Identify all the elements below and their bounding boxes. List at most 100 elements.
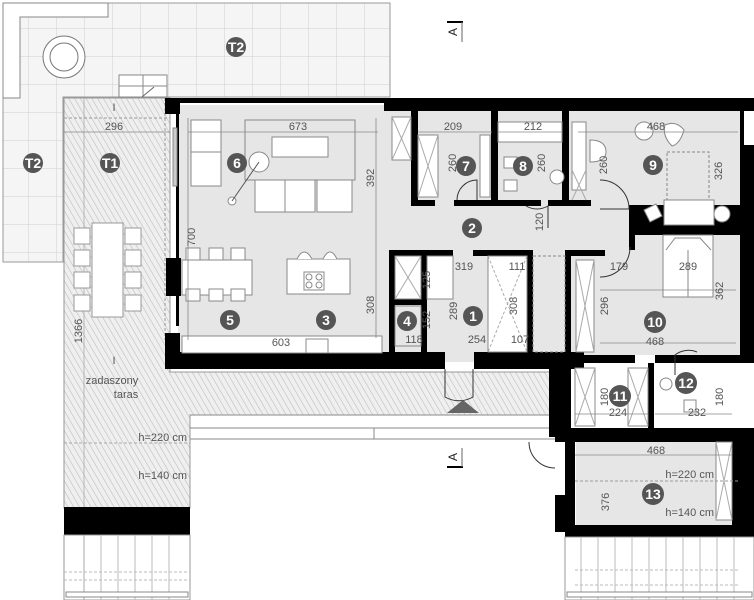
terrace-t1-covered: zadaszony taras h=220 cm h=140 cm I I <box>63 97 556 600</box>
room-badge-4: 4 <box>397 311 417 331</box>
height-140-note: h=140 cm <box>138 470 187 482</box>
covered-terrace-label-2: taras <box>114 389 139 401</box>
pergola-beams <box>190 414 555 440</box>
room-badge-6: 6 <box>227 153 247 173</box>
dim-326: 326 <box>713 162 725 180</box>
section-label-bottom: A <box>446 453 460 461</box>
svg-text:12: 12 <box>678 375 694 391</box>
terrace-badge-t1: T1 <box>100 153 120 173</box>
doors <box>444 179 698 469</box>
dim-260-b: 260 <box>536 154 548 172</box>
fixtures <box>391 116 733 521</box>
svg-text:11: 11 <box>613 388 628 404</box>
dim-232: 232 <box>688 407 706 419</box>
dim-296: 296 <box>105 121 123 133</box>
room-badge-10: 10 <box>644 311 666 333</box>
dim-209: 209 <box>444 121 462 133</box>
door-swing-9 <box>599 179 630 210</box>
terrace-badge-t2-left: T2 <box>23 153 43 173</box>
dim-362: 362 <box>714 282 726 300</box>
lower-left-pergola <box>63 534 191 600</box>
section-marker-bottom: A <box>446 448 463 468</box>
dim-376: 376 <box>600 493 612 511</box>
svg-text:7: 7 <box>462 158 470 174</box>
room-badge-9: 9 <box>643 155 663 175</box>
dim-254: 254 <box>468 334 486 346</box>
room-badge-13: 13 <box>642 483 664 505</box>
dim-125: 125 <box>421 271 433 289</box>
dim-1366: 1366 <box>73 319 85 343</box>
dim-260-c: 260 <box>598 156 610 174</box>
room-badge-12: 12 <box>675 372 697 394</box>
room-badge-1: 1 <box>463 306 483 326</box>
height-140-note-right: h=140 cm <box>665 507 714 519</box>
dim-224: 224 <box>609 407 627 419</box>
dim-212: 212 <box>524 121 542 133</box>
door-swing-entrance <box>444 369 474 402</box>
svg-text:T2: T2 <box>228 39 245 55</box>
dim-468-a: 468 <box>647 121 665 133</box>
lower-right-pergola <box>564 536 754 600</box>
covered-terrace-label: zadaszony <box>86 375 139 387</box>
dim-152: 152 <box>421 311 433 329</box>
dim-319: 319 <box>455 261 473 273</box>
height-220-note-right: h=220 cm <box>665 469 714 481</box>
svg-text:T1: T1 <box>102 155 119 171</box>
beam-mark-2: I <box>112 355 115 367</box>
svg-text:5: 5 <box>226 312 234 328</box>
section-label-top: A <box>446 28 460 36</box>
dim-180-a: 180 <box>599 388 611 406</box>
entrance-arrow-icon <box>447 400 479 413</box>
dim-603: 603 <box>272 337 290 349</box>
outdoor-stairs <box>118 74 168 98</box>
beam-mark: I <box>112 102 115 114</box>
dim-289-a: 289 <box>448 302 460 320</box>
dimension-lines <box>64 118 738 456</box>
door-swing-garage <box>528 441 556 469</box>
svg-text:T2: T2 <box>25 155 42 171</box>
room-badge-11: 11 <box>609 385 631 407</box>
dim-392: 392 <box>365 169 377 187</box>
dim-296-b: 296 <box>599 297 611 315</box>
svg-text:2: 2 <box>468 220 476 236</box>
room-badge-3: 3 <box>316 310 336 330</box>
living-room-furniture <box>172 119 383 354</box>
dim-700: 700 <box>186 228 198 246</box>
svg-text:9: 9 <box>649 157 657 173</box>
svg-text:13: 13 <box>645 486 661 502</box>
dim-179: 179 <box>610 261 628 273</box>
section-marker-top: A <box>446 21 463 42</box>
dim-468-c: 468 <box>647 445 665 457</box>
dim-111: 111 <box>509 261 526 273</box>
door-swing-10 <box>599 246 631 278</box>
height-220-note: h=220 cm <box>138 432 187 444</box>
room-badge-8: 8 <box>513 156 533 176</box>
dim-308-b: 308 <box>508 297 520 315</box>
door-swing-8 <box>525 205 549 228</box>
door-swing-7 <box>456 179 478 201</box>
dim-107: 107 <box>511 334 529 346</box>
dim-180-b: 180 <box>714 388 726 406</box>
door-swing-12 <box>674 349 698 375</box>
terrace-badge-t2-top: T2 <box>226 37 246 57</box>
dimensions: 296 673 392 700 603 308 209 260 212 260 … <box>73 121 740 519</box>
dim-118: 118 <box>405 334 423 346</box>
dim-468-b: 468 <box>646 336 664 348</box>
room-badge-5: 5 <box>220 310 240 330</box>
svg-text:3: 3 <box>322 312 330 328</box>
dim-289-b: 289 <box>679 261 697 273</box>
dim-260-a: 260 <box>447 154 459 172</box>
dim-308: 308 <box>365 296 377 314</box>
walls <box>165 98 754 537</box>
dim-120: 120 <box>534 213 546 231</box>
outdoor-dining-table <box>73 222 142 318</box>
svg-text:10: 10 <box>647 314 663 330</box>
terrace-t2-paving <box>2 2 391 263</box>
room-badges: 1 2 3 4 5 6 7 8 9 10 11 12 13 T2 T2 T1 <box>23 37 697 505</box>
wall-segment <box>64 507 190 535</box>
room-badge-2: 2 <box>462 218 482 238</box>
svg-text:6: 6 <box>233 155 241 171</box>
svg-text:1: 1 <box>469 308 477 324</box>
svg-text:4: 4 <box>403 313 411 329</box>
